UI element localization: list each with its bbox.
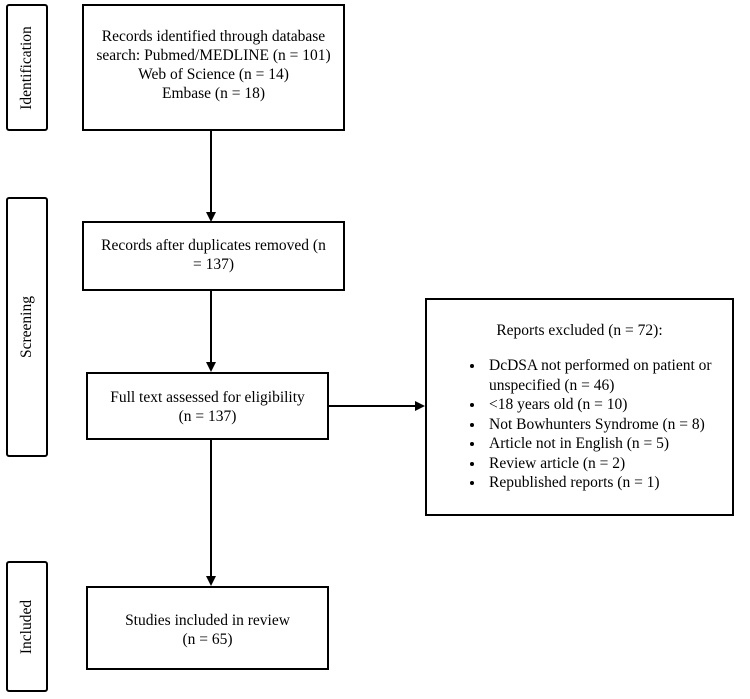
full-text-assessed-box: Full text assessed for eligibility (n = … [86,372,329,440]
records-identified-box: Records identified through database sear… [82,4,345,131]
records-identified-line1: Records identified through database [101,28,326,45]
duplicates-removed-line1: Records after duplicates removed (n [101,237,326,254]
studies-included-box: Studies included in review (n = 65) [86,586,329,670]
duplicates-removed-box: Records after duplicates removed (n = 13… [82,221,345,291]
exclusion-reasons-list: DcDSA not performed on patient or unspec… [427,356,732,493]
exclusion-reason-item: <18 years old (n = 10) [485,395,732,415]
full-text-assessed-line2: (n = 137) [178,408,237,425]
records-identified-line4: Embase (n = 18) [161,85,265,102]
full-text-assessed-line1: Full text assessed for eligibility [110,389,305,406]
phase-label-screening: Screening [6,197,48,457]
phase-label-included: Included [6,561,48,692]
phase-label-identification: Identification [6,4,48,131]
studies-included-line1: Studies included in review [125,612,290,629]
duplicates-removed-line2: = 137) [192,256,235,273]
records-identified-line3: Web of Science (n = 14) [138,66,289,83]
exclusion-reason-item: Republished reports (n = 1) [485,473,732,493]
studies-included-line2: (n = 65) [182,631,233,648]
exclusion-reason-item: Review article (n = 2) [485,454,732,474]
exclusion-reason-item: Not Bowhunters Syndrome (n = 8) [485,415,732,435]
reports-excluded-title: Reports excluded (n = 72): [496,322,663,339]
exclusion-reason-item: Article not in English (n = 5) [485,434,732,454]
exclusion-reason-item: DcDSA not performed on patient or unspec… [485,356,732,395]
records-identified-line2: search: Pubmed/MEDLINE (n = 101) [96,47,331,64]
reports-excluded-box: Reports excluded (n = 72): DcDSA not per… [425,298,734,516]
